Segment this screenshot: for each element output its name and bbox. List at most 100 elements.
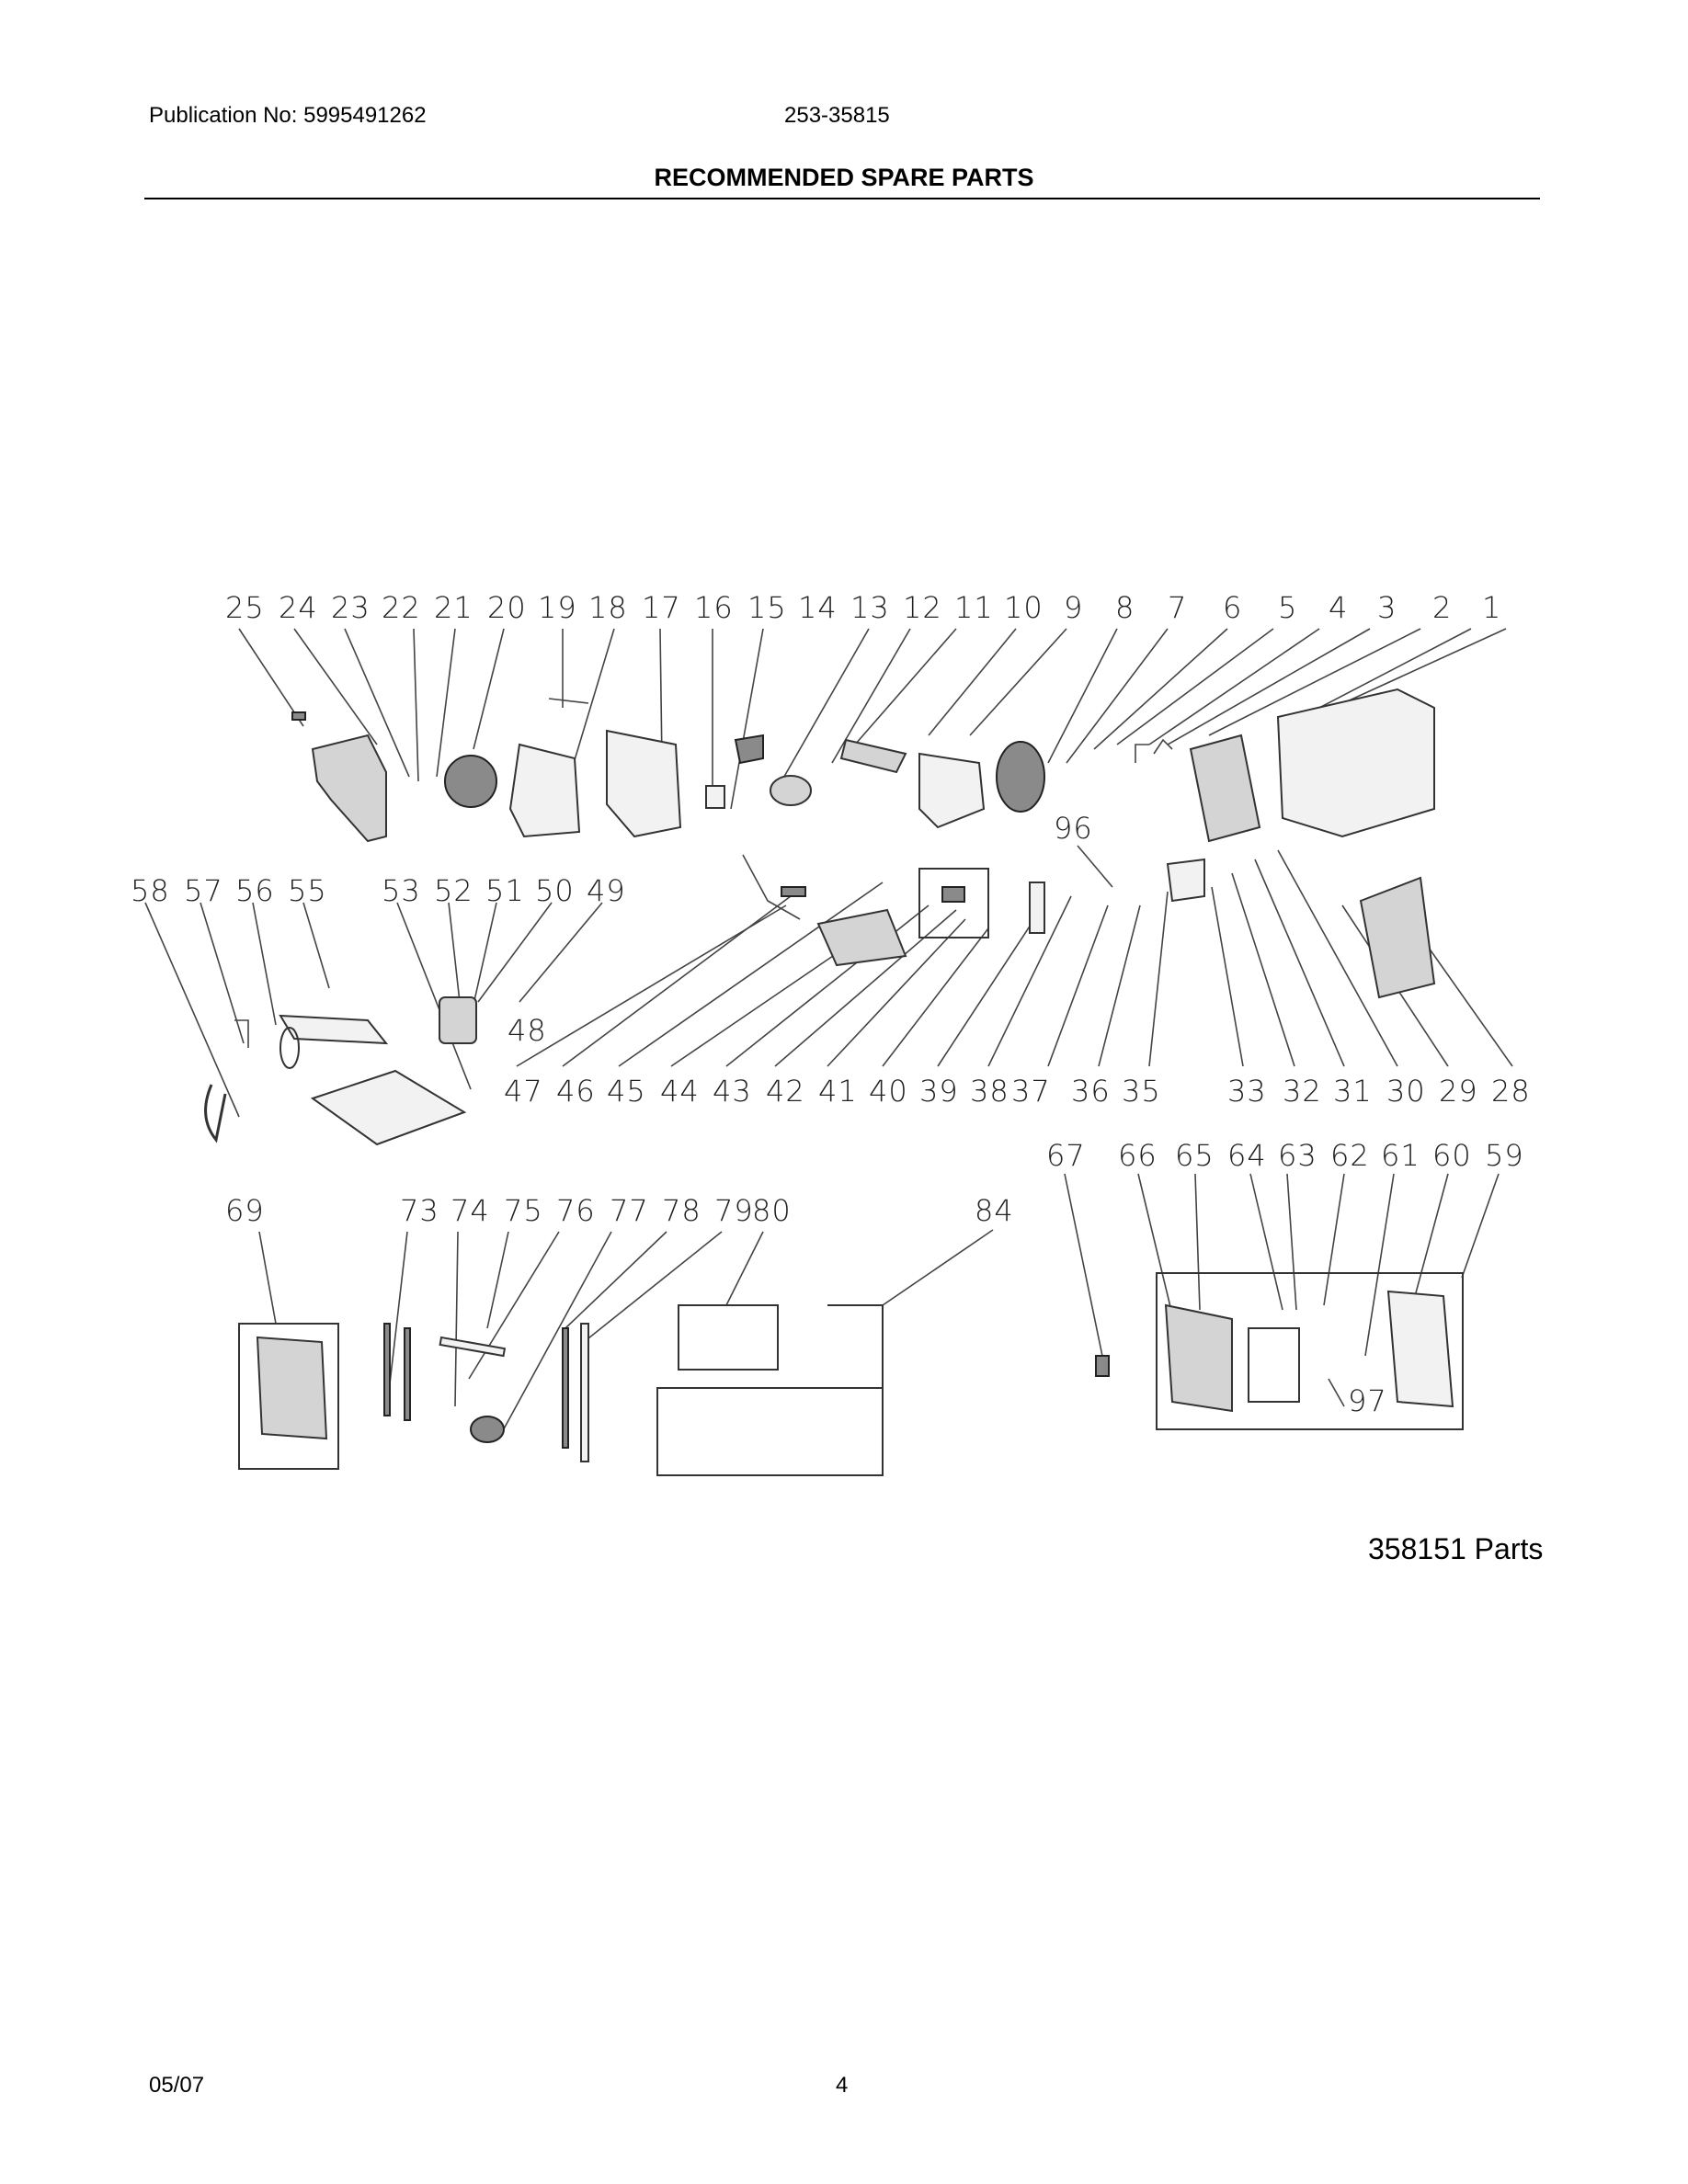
part-35-control-box bbox=[1166, 858, 1205, 903]
callout-38: 38 bbox=[970, 1074, 1009, 1109]
callout-39: 39 bbox=[919, 1074, 959, 1109]
callout-76: 76 bbox=[556, 1193, 596, 1228]
callout-53: 53 bbox=[382, 873, 421, 908]
part-75-strip bbox=[439, 1336, 507, 1358]
callout-21: 21 bbox=[434, 590, 473, 625]
part-52-compressor bbox=[439, 996, 477, 1044]
callout-29: 29 bbox=[1439, 1074, 1478, 1109]
part-39-bracket bbox=[1029, 882, 1045, 934]
page-title: RECOMMENDED SPARE PARTS bbox=[654, 164, 1034, 191]
footer-date: 05/07 bbox=[149, 2073, 205, 2098]
callout-49: 49 bbox=[587, 873, 626, 908]
callout-60: 60 bbox=[1432, 1138, 1472, 1173]
part-25-clip bbox=[291, 711, 306, 721]
callout-22: 22 bbox=[382, 590, 421, 625]
callout-61: 61 bbox=[1381, 1138, 1420, 1173]
part-74-strip bbox=[404, 1327, 411, 1421]
part-2-tube bbox=[1153, 738, 1173, 755]
part-69-frame-box bbox=[238, 1323, 339, 1470]
callout-96: 96 bbox=[1054, 811, 1093, 846]
callout-6: 6 bbox=[1223, 590, 1242, 625]
callout-18: 18 bbox=[588, 590, 628, 625]
callout-57: 57 bbox=[184, 873, 223, 908]
callout-65: 65 bbox=[1175, 1138, 1215, 1173]
callout-8: 8 bbox=[1115, 590, 1135, 625]
callout-40: 40 bbox=[869, 1074, 908, 1109]
callout-15: 15 bbox=[747, 590, 787, 625]
part-16-capacitor bbox=[705, 785, 725, 809]
part-17-panel bbox=[606, 729, 682, 838]
callout-3: 3 bbox=[1377, 590, 1397, 625]
callout-1: 1 bbox=[1482, 590, 1501, 625]
publication-number: Publication No: 5995491262 bbox=[149, 103, 427, 128]
callout-7: 7 bbox=[1168, 590, 1187, 625]
callout-14: 14 bbox=[798, 590, 838, 625]
callout-13: 13 bbox=[850, 590, 890, 625]
part-63-filter bbox=[1248, 1327, 1300, 1403]
part-3-tube bbox=[1135, 744, 1149, 763]
callout-48: 48 bbox=[508, 1013, 547, 1048]
callout-63: 63 bbox=[1278, 1138, 1317, 1173]
part-illustrations bbox=[204, 688, 1464, 1476]
part-46-plate bbox=[781, 886, 806, 897]
callout-77: 77 bbox=[610, 1193, 649, 1228]
part-42-base-bracket bbox=[816, 908, 907, 967]
part-28-evaporator bbox=[1359, 876, 1436, 999]
callout-51: 51 bbox=[485, 873, 525, 908]
part-84-hardware-box bbox=[656, 1304, 884, 1476]
callout-67: 67 bbox=[1046, 1138, 1086, 1173]
part-56-heater-coil bbox=[279, 1027, 300, 1069]
callout-97: 97 bbox=[1348, 1383, 1387, 1418]
part-59-front-grille bbox=[1386, 1290, 1454, 1408]
callout-12: 12 bbox=[903, 590, 942, 625]
callout-10: 10 bbox=[1004, 590, 1044, 625]
callout-19: 19 bbox=[538, 590, 577, 625]
part-15-bracket bbox=[734, 734, 764, 765]
callout-52: 52 bbox=[434, 873, 473, 908]
callout-69: 69 bbox=[225, 1193, 265, 1228]
part-58-hook bbox=[204, 1084, 227, 1143]
part-14-motor bbox=[770, 775, 812, 806]
part-40-inset-box bbox=[918, 868, 989, 938]
callout-23: 23 bbox=[331, 590, 371, 625]
callout-17: 17 bbox=[642, 590, 681, 625]
part-80-hardware-box bbox=[678, 1304, 779, 1371]
callout-37: 37 bbox=[1011, 1074, 1051, 1109]
callout-58: 58 bbox=[131, 873, 170, 908]
parts-number-note: 358151 Parts bbox=[1368, 1532, 1544, 1565]
callout-73: 73 bbox=[400, 1193, 439, 1228]
callout-16: 16 bbox=[694, 590, 734, 625]
callout-35: 35 bbox=[1122, 1074, 1161, 1109]
part-78-strip bbox=[580, 1323, 589, 1462]
part-19-rod bbox=[548, 698, 589, 704]
callout-36: 36 bbox=[1071, 1074, 1111, 1109]
callout-50: 50 bbox=[535, 873, 575, 908]
callout-9: 9 bbox=[1064, 590, 1083, 625]
part-18-scroll-housing bbox=[508, 743, 581, 838]
callout-43: 43 bbox=[713, 1074, 752, 1109]
callout-2: 2 bbox=[1432, 590, 1452, 625]
page-number: 4 bbox=[836, 2073, 849, 2098]
callout-11: 11 bbox=[954, 590, 994, 625]
callout-46: 46 bbox=[556, 1074, 596, 1109]
part-47-tube bbox=[742, 854, 801, 920]
callout-28: 28 bbox=[1491, 1074, 1531, 1109]
callout-20: 20 bbox=[487, 590, 527, 625]
part-69-frame bbox=[256, 1336, 328, 1440]
callout-4: 4 bbox=[1329, 590, 1348, 625]
part-77-strip bbox=[562, 1327, 569, 1449]
callout-47: 47 bbox=[504, 1074, 543, 1109]
part-9-fan bbox=[996, 741, 1045, 813]
callout-75: 75 bbox=[504, 1193, 543, 1228]
part-41-switch bbox=[941, 886, 965, 903]
callout-66: 66 bbox=[1118, 1138, 1158, 1173]
callout-42: 42 bbox=[766, 1074, 805, 1109]
part-66-front-panel bbox=[1164, 1303, 1233, 1413]
part-cabinet bbox=[1276, 688, 1435, 838]
part-24-cover bbox=[311, 734, 387, 843]
header-rule bbox=[144, 198, 1540, 199]
callout-32: 32 bbox=[1283, 1074, 1322, 1109]
